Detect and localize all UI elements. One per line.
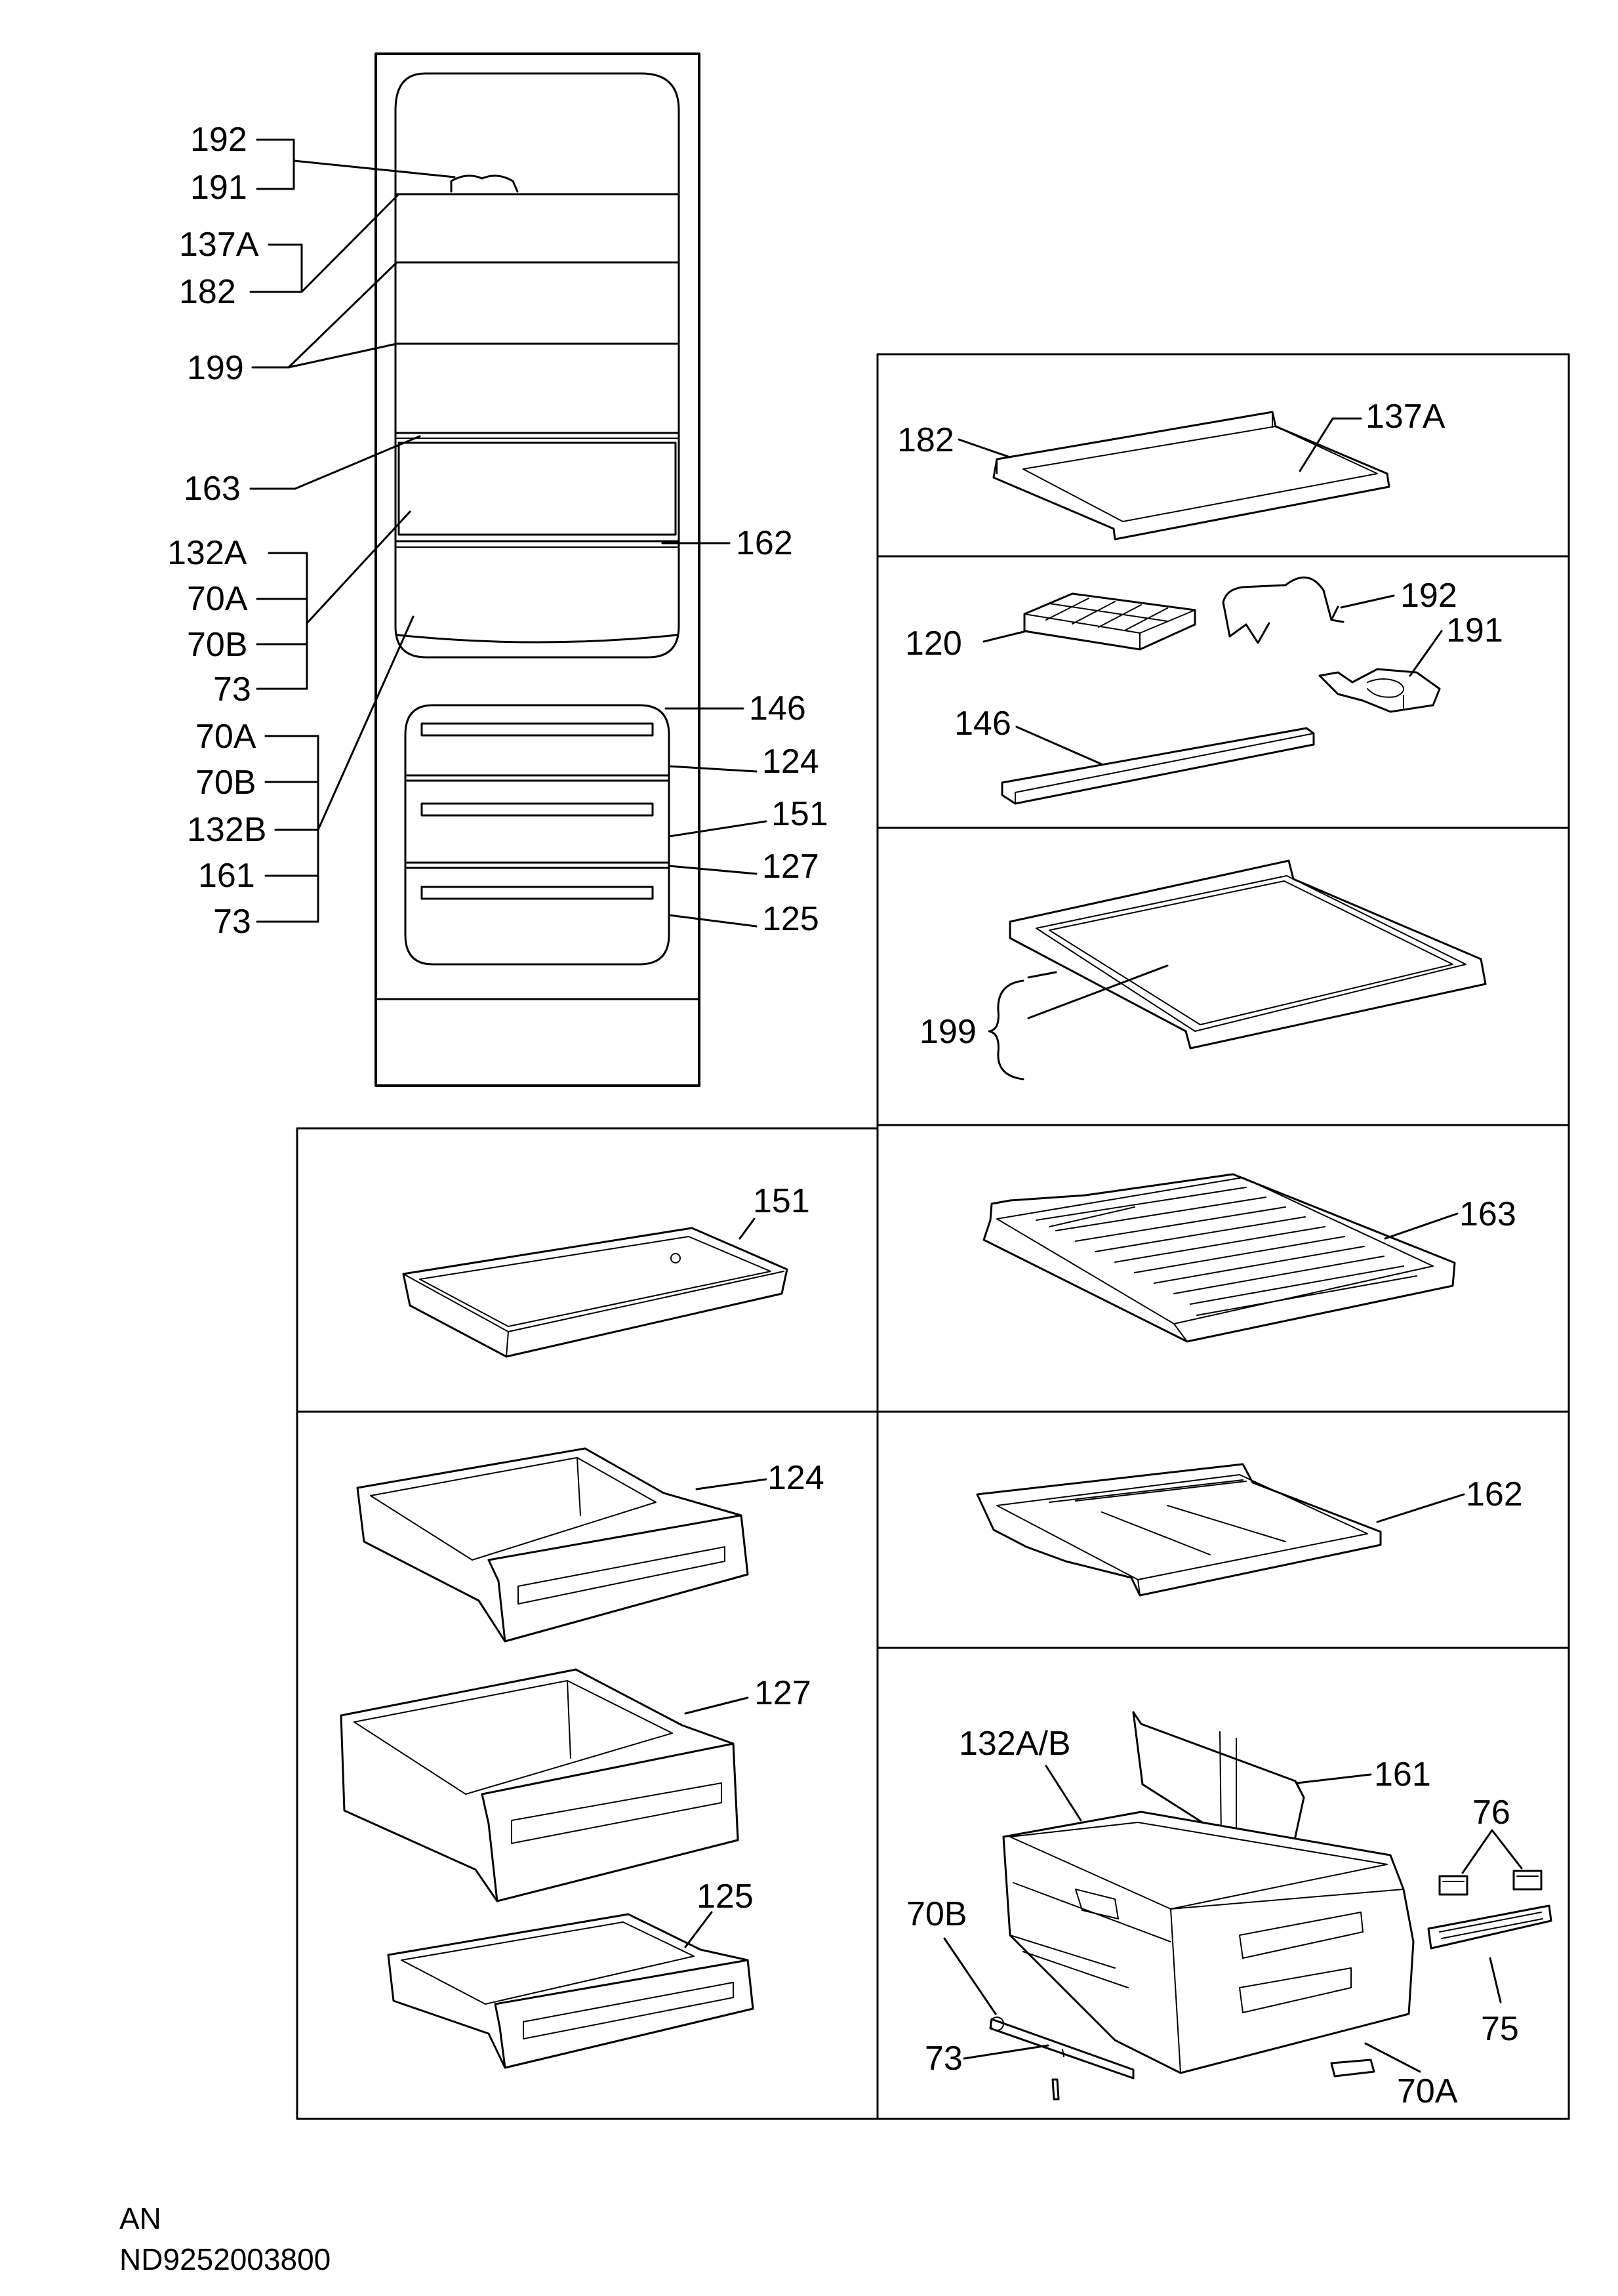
part-label-161: 161	[1374, 1755, 1431, 1794]
label-151: 151	[771, 795, 828, 833]
overview-labels-left: 192 191 137A 182 199 163 132A 70A 70B 73…	[167, 121, 266, 941]
part-label-132AB: 132A/B	[959, 1725, 1071, 1763]
panel-drawer-162: 162	[976, 1463, 1523, 1597]
footer-code-an: AN	[119, 2202, 161, 2236]
label-137A: 137A	[179, 226, 259, 264]
panel-drawer-125: 125	[387, 1877, 754, 2069]
overview-leader-lines-left	[249, 138, 456, 923]
panel-drawer-127: 127	[340, 1668, 811, 1902]
label-132A: 132A	[167, 534, 247, 572]
label-70A: 70A	[187, 580, 248, 618]
panel-frames	[296, 353, 1570, 2120]
part-label-191: 191	[1446, 611, 1503, 649]
label-132B: 132B	[187, 811, 266, 849]
label-73-2: 73	[213, 903, 251, 941]
part-label-199: 199	[920, 1013, 977, 1051]
overview-leader-lines-right	[661, 542, 767, 928]
part-label-182: 182	[897, 421, 954, 459]
part-label-137A: 137A	[1365, 398, 1446, 436]
label-73: 73	[213, 670, 251, 708]
label-125: 125	[762, 900, 819, 938]
label-70B: 70B	[187, 626, 248, 664]
overview-labels-right: 162 146 124 151 127 125	[736, 524, 828, 938]
part-label-162: 162	[1466, 1475, 1523, 1513]
label-124: 124	[762, 743, 819, 781]
panel-drawer-124: 124	[356, 1447, 824, 1643]
label-182: 182	[179, 273, 236, 311]
part-label-76: 76	[1472, 1794, 1510, 1832]
label-192: 192	[190, 121, 247, 159]
label-161: 161	[198, 857, 255, 895]
panel-ice-accessories: 120 192 191 146	[905, 576, 1503, 805]
panel-glass-shelf-199: 199	[920, 859, 1487, 1080]
label-70A-2: 70A	[195, 718, 256, 756]
part-label-127: 127	[754, 1674, 811, 1712]
label-163: 163	[184, 470, 241, 508]
part-label-70A: 70A	[1397, 2072, 1458, 2110]
part-label-146: 146	[954, 705, 1011, 743]
part-label-70B: 70B	[906, 1895, 967, 1933]
part-label-124: 124	[767, 1459, 824, 1497]
panel-shelf-182: 182 137A	[897, 398, 1446, 541]
footer-document-number: ND9252003800	[119, 2242, 331, 2276]
part-label-120: 120	[905, 625, 962, 663]
label-70B-2: 70B	[195, 764, 256, 802]
label-199: 199	[187, 349, 244, 387]
part-label-163: 163	[1459, 1195, 1516, 1233]
label-146: 146	[749, 689, 806, 728]
part-label-192: 192	[1400, 577, 1457, 615]
part-label-73: 73	[925, 2040, 963, 2078]
part-label-75: 75	[1481, 2010, 1519, 2048]
part-label-125: 125	[697, 1877, 754, 1916]
panel-crisper-132: 132A/B 161 76 70B 75 73 70A	[906, 1711, 1552, 2110]
label-127: 127	[762, 848, 819, 886]
panel-tray-151: 151	[402, 1182, 810, 1358]
fridge-overview	[374, 52, 700, 1087]
label-162: 162	[736, 524, 793, 562]
label-191: 191	[190, 169, 247, 207]
part-label-151: 151	[753, 1182, 810, 1220]
panel-grille-163: 163	[982, 1173, 1516, 1343]
